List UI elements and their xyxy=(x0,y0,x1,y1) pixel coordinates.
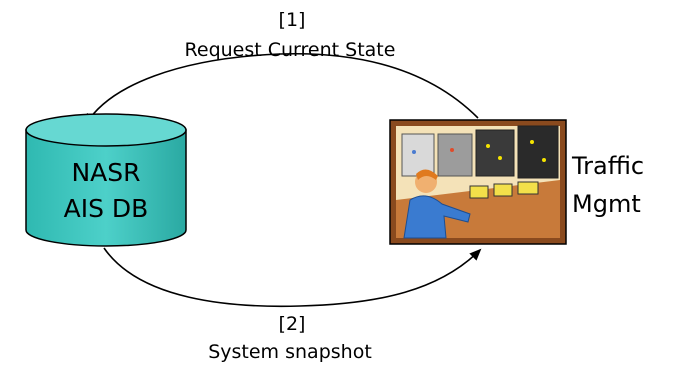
traffic-label-line1: Traffic xyxy=(572,152,645,180)
control-room-operator-icon xyxy=(389,119,567,245)
database-label-line1: NASR xyxy=(71,158,141,187)
database-cylinder-icon xyxy=(25,113,187,247)
response-step-label: [2] xyxy=(278,313,306,335)
request-step-label: [1] xyxy=(278,9,306,31)
traffic-label-line2: Mgmt xyxy=(572,190,641,218)
request-arrow xyxy=(84,52,479,126)
response-label: System snapshot xyxy=(208,341,372,363)
request-label: Request Current State xyxy=(184,39,396,61)
response-arrow xyxy=(103,247,482,308)
database-label-line2: AIS DB xyxy=(63,194,149,223)
